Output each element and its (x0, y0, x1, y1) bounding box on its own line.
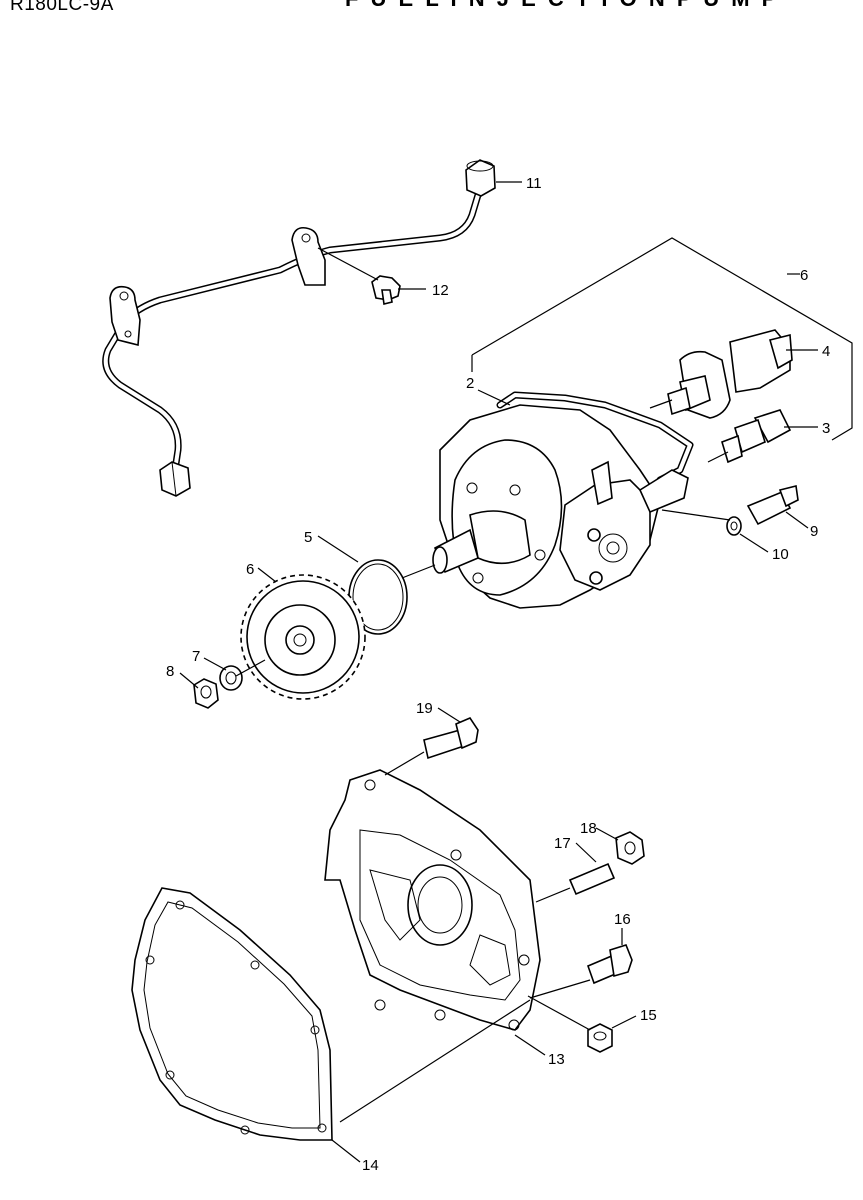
callout-11: 11 (526, 175, 542, 192)
callout-14: 14 (362, 1157, 379, 1174)
gasket (131, 887, 333, 1141)
pump-housing (324, 769, 541, 1031)
lock-washer (219, 665, 243, 691)
callout-15: 15 (640, 1007, 657, 1024)
callout-19: 19 (416, 700, 433, 717)
drive-gear (240, 574, 366, 700)
callout-12: 12 (432, 282, 449, 299)
leader-lines (179, 181, 818, 1163)
control-valve (667, 329, 793, 419)
plug-15 (587, 1023, 613, 1053)
stud-17 (568, 862, 616, 896)
pressure-sensor (721, 409, 792, 464)
flange-bolt-19 (423, 717, 479, 760)
nut-18 (615, 831, 645, 865)
callout-13: 13 (548, 1051, 565, 1068)
callout-16: 16 (614, 911, 631, 928)
bolt-16 (586, 944, 633, 985)
fuel-pipe (102, 159, 496, 497)
injection-pump (432, 391, 694, 609)
hex-nut (193, 678, 219, 709)
plug-connector (746, 485, 799, 526)
clamp-bolt (371, 275, 401, 305)
callout-8: 8 (166, 663, 174, 680)
callout-7: 7 (192, 648, 200, 665)
callout-17: 17 (554, 835, 571, 852)
callout-3: 3 (822, 420, 830, 437)
callout-10: 10 (772, 546, 789, 563)
callout-2: 2 (466, 375, 474, 392)
model-label: R180LC-9A (10, 0, 114, 15)
callout-labels: 11 12 6 4 2 3 9 5 10 6 7 8 19 18 17 16 1… (166, 175, 830, 1174)
page-title-cropped: F U E L I N J E C T I O N P U M P (345, 0, 779, 12)
washer-10 (726, 516, 742, 536)
callout-4: 4 (822, 343, 830, 360)
callout-18: 18 (580, 820, 597, 837)
callout-5: 5 (304, 529, 312, 546)
callout-6-gear: 6 (246, 561, 254, 578)
assembly-bracket (471, 237, 853, 441)
callout-9: 9 (810, 523, 818, 540)
callout-6-top: 6 (800, 267, 808, 284)
